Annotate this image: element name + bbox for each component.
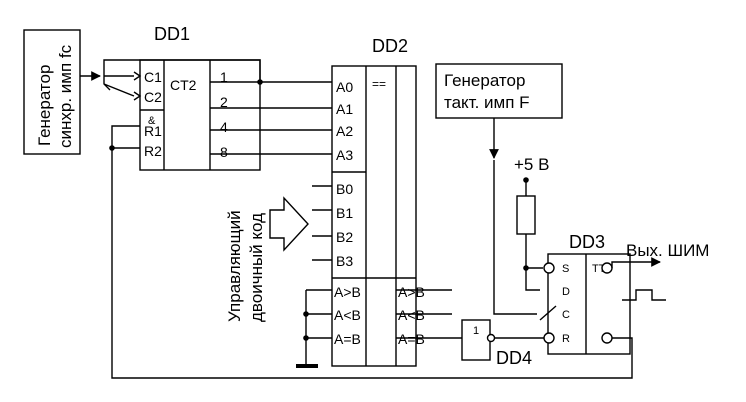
counter-bus-wires [103,59,332,155]
dd2-title: DD2 [372,36,408,56]
dd2-b3: B3 [336,253,353,269]
dd3-in-r: R [562,333,570,345]
output-wire [611,257,661,268]
dd4-func: 1 [473,325,479,337]
dd2-comparator: DD2 == A0 A1 A2 A3 B0 B1 B2 B3 A>B A<B A… [331,36,425,367]
dd3-in-s: S [562,263,569,275]
sync-generator-label-1: Генератор [35,65,54,146]
dd1-in-c1: C1 [144,69,162,85]
dd1-in-r2: R2 [144,143,162,159]
dd2-in-lt: A<B [334,307,361,323]
dd3-flip-flop: DD3 TT S D C R [539,232,631,355]
clock-generator: Генератор такт. имп F [435,63,563,119]
dd4-inverter: 1 DD4 [461,319,532,368]
dd1-out-1: 1 [220,69,228,85]
dd1-out-4: 4 [220,119,228,135]
dd2-a3: A3 [336,147,353,163]
dd3-in-c: C [562,309,570,321]
dd1-out-8: 8 [220,144,228,160]
pwm-waveform-icon [622,289,666,301]
dd1-out-2: 2 [220,94,228,110]
clock-generator-label-2: такт. имп F [444,93,530,112]
reset-feedback-wire [111,125,633,379]
dd1-func: CT2 [170,77,197,93]
dd2-a1: A1 [336,101,353,117]
ground-wiring [296,289,332,368]
dd2-b0: B0 [336,181,353,197]
dd4-title: DD4 [496,348,532,368]
output-label: Вых. ШИМ [626,241,709,260]
dd1-in-c2: C2 [144,89,162,105]
dd3-in-d: D [562,286,570,298]
dd1-in-r1: R1 [144,123,162,139]
dd2-b2: B2 [336,229,353,245]
dd2-out-lt: A<B [398,307,425,323]
control-code-label-2: двоичный код [247,213,266,322]
dd2-a2: A2 [336,123,353,139]
dd1-counter: DD1 C1 C2 & R1 R2 CT2 1 2 4 8 [139,24,261,171]
dd2-func: == [372,77,386,91]
sync-split-wire [103,75,135,97]
dd2-a0: A0 [336,79,353,95]
dd1-title: DD1 [154,24,190,44]
clock-generator-label-1: Генератор [444,71,525,90]
dd2-in-eq: A=B [334,331,361,347]
sync-generator-label-2: синхр. имп fc [56,44,75,148]
dd1-and-mark: & [148,115,156,127]
dd2-out-gt: A>B [398,284,425,300]
control-code-label-1: Управляющий [225,210,244,322]
sync-generator: Генератор синхр. имп fc [23,29,81,155]
control-code-arrow [269,196,309,252]
dd2-in-gt: A>B [334,284,361,300]
dd2-b1: B1 [336,205,353,221]
control-code: Управляющий двоичный код [225,196,309,322]
dd3-title: DD3 [569,232,605,252]
dd2-out-eq: A=B [398,331,425,347]
pullup-resistor [516,195,536,235]
supply-label: +5 В [514,155,549,174]
